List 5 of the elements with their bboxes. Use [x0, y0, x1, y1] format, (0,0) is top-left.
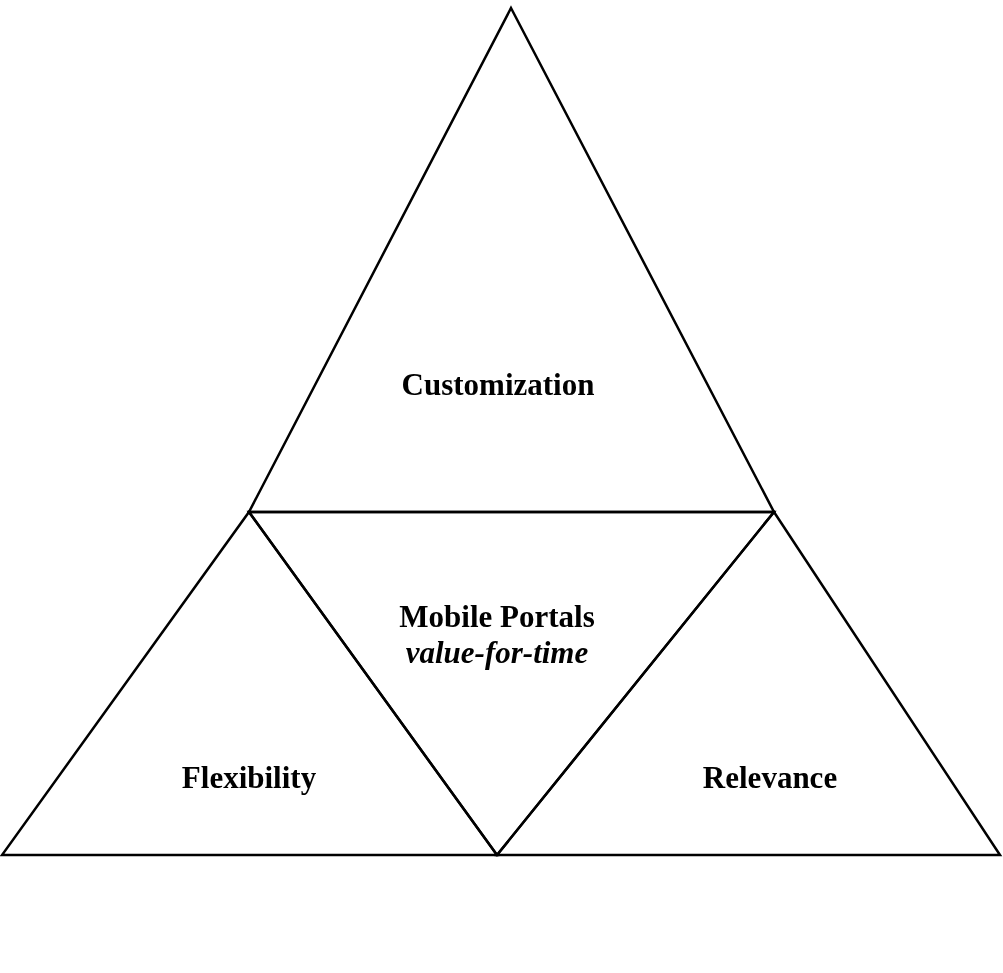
triangle-label: Mobile Portals: [399, 600, 595, 632]
subtitle-label: value-for-time: [405, 636, 589, 668]
triangle-label: Relevance: [702, 761, 838, 793]
triangle-label: Customization: [401, 368, 595, 400]
triangle-label: Flexibility: [181, 761, 317, 793]
